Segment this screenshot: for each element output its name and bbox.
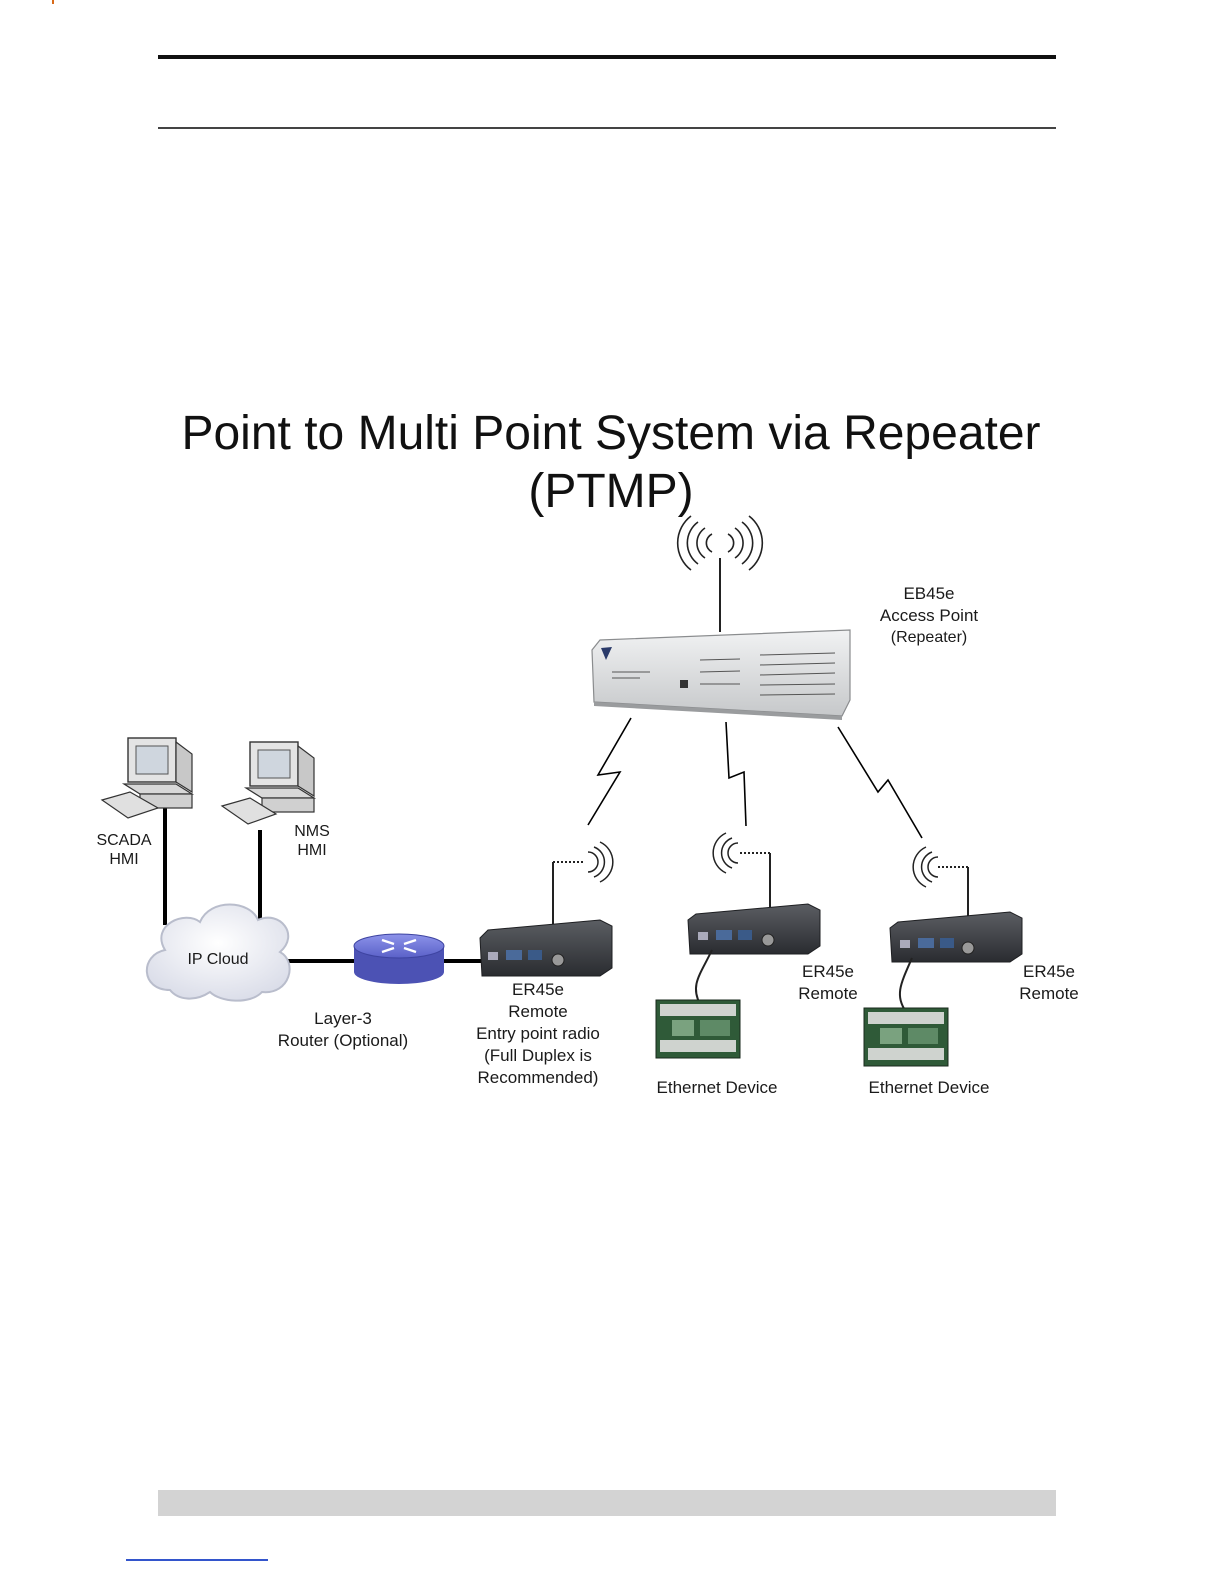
- remote-3-signal-icon: [913, 847, 938, 887]
- entry-remote-label-line-5: Recommended): [478, 1068, 599, 1087]
- access-point-name-label: EB45e: [903, 584, 954, 603]
- wireless-link-entry: [588, 718, 631, 825]
- router-label-line-1: Layer-3: [314, 1009, 372, 1028]
- ethernet-device-2-label: Ethernet Device: [657, 1078, 778, 1097]
- footer-link-underline: [126, 1559, 268, 1561]
- nms-label-line-2: HMI: [297, 842, 326, 859]
- footer-bar: [158, 1490, 1056, 1516]
- ethernet-device-3-label: Ethernet Device: [869, 1078, 990, 1097]
- nms-label-line-1: NMS: [294, 823, 330, 840]
- scada-computer-icon: [102, 738, 192, 818]
- access-point-mode-label: (Repeater): [891, 629, 967, 646]
- ip-cloud-label: IP Cloud: [187, 951, 248, 968]
- wireless-links: [588, 718, 922, 838]
- entry-remote-label-line-3: Entry point radio: [476, 1024, 600, 1043]
- entry-remote-label-line-2: Remote: [508, 1002, 568, 1021]
- wireless-link-remote-3: [838, 727, 922, 838]
- wireless-link-remote-2: [726, 722, 746, 826]
- ethernet-device-3-icon: [864, 1008, 948, 1066]
- router-icon: [354, 934, 444, 984]
- remote-3-label-line-1: ER45e: [1023, 962, 1075, 981]
- ethernet-device-2-icon: [656, 1000, 740, 1058]
- remote-2-signal-icon: [713, 833, 738, 873]
- nms-computer-icon: [222, 742, 314, 824]
- remote-3-radio-icon: [890, 847, 1022, 1012]
- scada-label-line-2: HMI: [109, 851, 138, 868]
- access-point-device: [592, 516, 850, 720]
- entry-remote-label-line-4: (Full Duplex is: [484, 1046, 592, 1065]
- entry-remote-signal-icon: [588, 842, 613, 882]
- remote-2-label-line-1: ER45e: [802, 962, 854, 981]
- router-label-line-2: Router (Optional): [278, 1031, 408, 1050]
- remote-2-radio-icon: [688, 833, 820, 1004]
- remote-3-label-line-2: Remote: [1019, 984, 1079, 1003]
- scada-label-line-1: SCADA: [96, 832, 151, 849]
- remote-2-label-line-2: Remote: [798, 984, 858, 1003]
- access-point-role-label: Access Point: [880, 606, 979, 625]
- entry-remote-radio-icon: [480, 842, 613, 976]
- entry-remote-label-line-1: ER45e: [512, 980, 564, 999]
